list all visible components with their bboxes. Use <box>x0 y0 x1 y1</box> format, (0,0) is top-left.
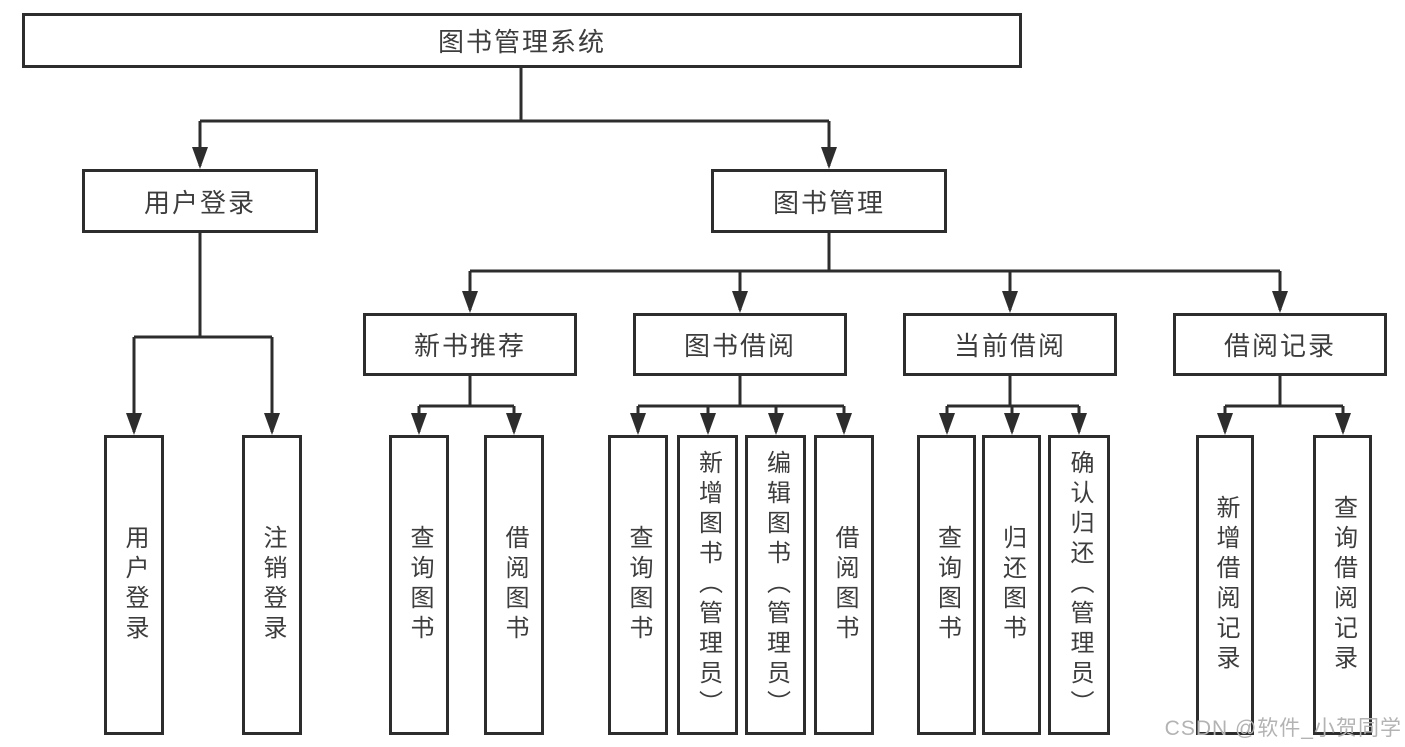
leaf-borrow-query-books: 查询图书 <box>608 435 668 735</box>
connector-user-login-children <box>126 233 280 435</box>
leaf-user-login: 用户登录 <box>104 435 164 735</box>
node-user-login: 用户登录 <box>82 169 318 233</box>
connector-root-to-level2 <box>192 68 837 169</box>
leaf-borrow-add-books: 新增图书（管理员） <box>677 435 738 735</box>
leaf-logout: 注销登录 <box>242 435 302 735</box>
leaf-logout-label: 注销登录 <box>259 525 286 645</box>
leaf-recommend-query-books: 查询图书 <box>389 435 449 735</box>
connector-new-book-recommend-children <box>411 376 522 435</box>
node-current-borrow-label: 当前借阅 <box>953 331 1066 361</box>
leaf-current-query-books: 查询图书 <box>917 435 976 735</box>
connector-borrow-records-children <box>1217 376 1351 435</box>
node-book-borrow: 图书借阅 <box>633 313 847 376</box>
leaf-borrow-query-books-label: 查询图书 <box>625 525 652 645</box>
connector-book-borrow-children <box>630 376 852 435</box>
leaf-current-return-books: 归还图书 <box>982 435 1041 735</box>
node-new-book-recommend: 新书推荐 <box>363 313 577 376</box>
leaf-borrow-edit-books: 编辑图书（管理员） <box>745 435 806 735</box>
leaf-current-return-books-label: 归还图书 <box>998 525 1026 645</box>
connector-book-management-children <box>462 233 1288 313</box>
node-book-borrow-label: 图书借阅 <box>683 331 796 361</box>
leaf-borrow-borrow-books: 借阅图书 <box>814 435 874 735</box>
leaf-user-login-label: 用户登录 <box>121 525 148 645</box>
leaf-records-add-record-label: 新增借阅记录 <box>1212 495 1239 675</box>
leaf-borrow-edit-books-label: 编辑图书（管理员） <box>762 450 790 720</box>
watermark: CSDN @软件_小贺同学 <box>1164 717 1402 740</box>
leaf-recommend-borrow-books-label: 借阅图书 <box>501 525 528 645</box>
node-book-management-label: 图书管理 <box>772 187 885 218</box>
node-book-management: 图书管理 <box>711 169 947 233</box>
node-borrow-records-label: 借阅记录 <box>1223 331 1336 361</box>
node-current-borrow: 当前借阅 <box>903 313 1117 376</box>
node-borrow-records: 借阅记录 <box>1173 313 1387 376</box>
leaf-borrow-borrow-books-label: 借阅图书 <box>831 525 858 645</box>
leaf-recommend-borrow-books: 借阅图书 <box>484 435 544 735</box>
leaf-records-query-record: 查询借阅记录 <box>1313 435 1372 735</box>
leaf-current-confirm-return: 确认归还（管理员） <box>1048 435 1110 735</box>
leaf-current-confirm-return-label: 确认归还（管理员） <box>1066 450 1093 720</box>
leaf-borrow-add-books-label: 新增图书（管理员） <box>694 450 722 720</box>
node-root: 图书管理系统 <box>22 13 1022 68</box>
node-user-login-label: 用户登录 <box>143 187 256 218</box>
leaf-records-query-record-label: 查询借阅记录 <box>1329 495 1357 675</box>
node-root-label: 图书管理系统 <box>437 27 606 57</box>
leaf-records-add-record: 新增借阅记录 <box>1196 435 1254 735</box>
leaf-current-query-books-label: 查询图书 <box>933 525 961 645</box>
connector-current-borrow-children <box>939 376 1087 435</box>
leaf-recommend-query-books-label: 查询图书 <box>406 525 433 645</box>
node-new-book-recommend-label: 新书推荐 <box>413 331 526 361</box>
